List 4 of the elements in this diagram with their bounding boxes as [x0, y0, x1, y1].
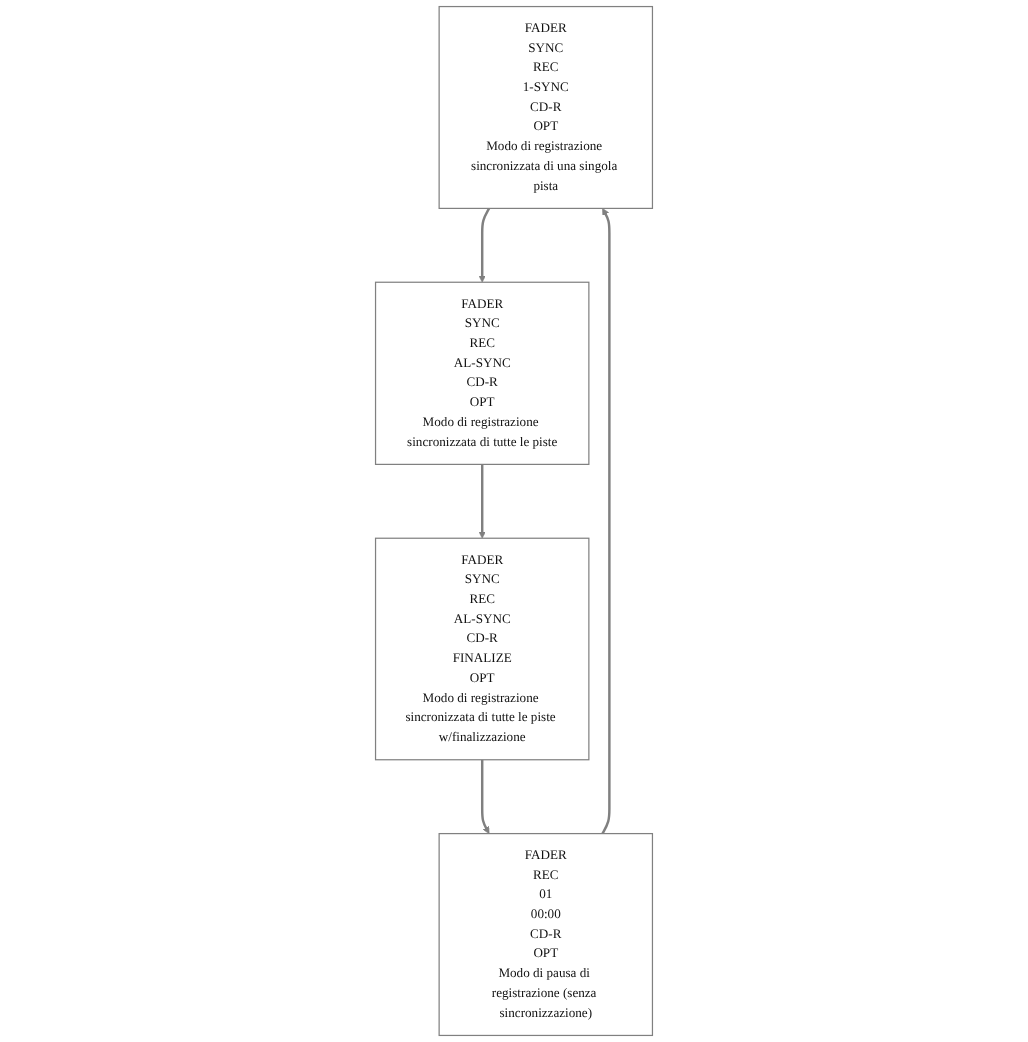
arrow: [478, 464, 486, 539]
arrow: [601, 208, 611, 835]
arrow: [480, 759, 490, 834]
arrow: [478, 207, 491, 283]
